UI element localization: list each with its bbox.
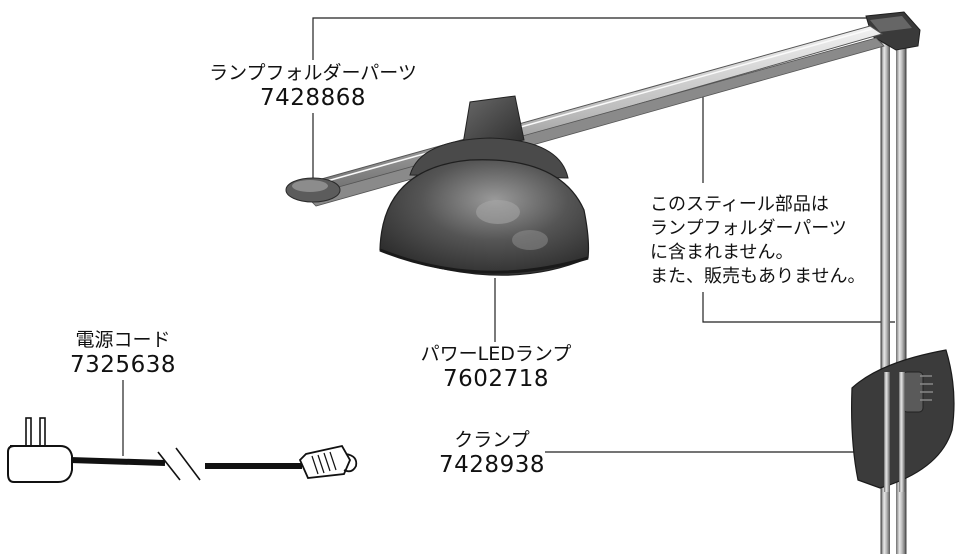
steel-parts-note: このスティール部品は ランプフォルダーパーツ に含まれません。 また、販売もあり… <box>650 193 865 289</box>
power-cord <box>7 417 358 483</box>
lamp-holder-part <box>285 177 341 203</box>
label-led-lamp: パワーLEDランプ 7602718 <box>398 343 594 392</box>
part-name: パワーLEDランプ <box>420 343 572 365</box>
note-line: ランプフォルダーパーツ <box>650 218 847 239</box>
clamp <box>851 349 955 492</box>
part-name: クランプ <box>454 429 530 451</box>
label-power-cord: 電源コード 7325638 <box>48 329 198 378</box>
part-number: 7325638 <box>70 351 176 378</box>
note-line: また、販売もありません。 <box>650 266 866 287</box>
note-line: に含まれません。 <box>650 242 794 263</box>
label-lamp-holder: ランプフォルダーパーツ 7428868 <box>200 62 426 111</box>
leader-lines <box>122 17 895 456</box>
power-plug <box>7 417 73 483</box>
part-number: 7602718 <box>443 365 549 392</box>
part-number: 7428868 <box>260 84 366 111</box>
corner-joint <box>865 11 921 51</box>
horizontal-arm <box>299 25 885 207</box>
leader-note-lower <box>702 292 895 323</box>
label-clamp: クランプ 7428938 <box>432 429 552 478</box>
part-name: ランプフォルダーパーツ <box>209 62 417 84</box>
part-name: 電源コード <box>75 329 171 351</box>
part-number: 7428938 <box>439 451 545 478</box>
leader-lamp-holder <box>312 17 872 60</box>
cord-connector <box>298 444 358 479</box>
note-line: このスティール部品は <box>650 194 829 215</box>
led-lamp <box>379 95 590 276</box>
